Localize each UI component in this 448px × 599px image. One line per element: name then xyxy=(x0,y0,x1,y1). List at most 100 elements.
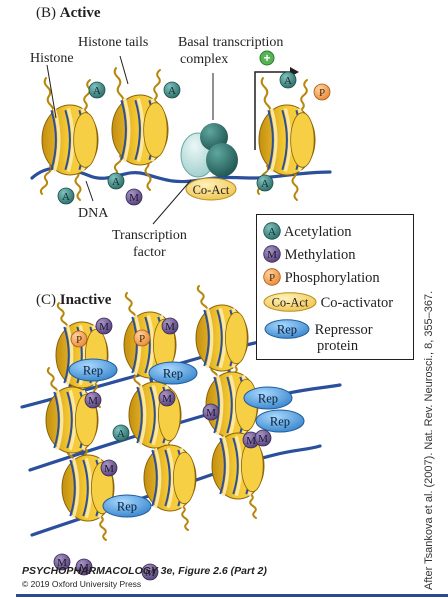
legend-label-acetylation: Acetylation xyxy=(283,224,352,240)
bottom-rule xyxy=(16,594,448,597)
basal-transcription-complex: Co-Act xyxy=(180,123,238,201)
nucleosome-inactive-3 xyxy=(195,304,249,372)
histone-tails-label: Histone tails xyxy=(78,35,149,50)
svg-text:A: A xyxy=(93,85,101,97)
methyl-mark-icon: M xyxy=(263,245,281,263)
histone-tail xyxy=(300,79,308,111)
histone-tail xyxy=(43,77,55,115)
acetyl-mark-5: A xyxy=(57,187,75,205)
methyl-mark-14: M xyxy=(158,389,176,407)
transcription-start-arrow: + xyxy=(254,50,299,150)
repressor-protein-5: Rep xyxy=(102,494,152,518)
histone-tail xyxy=(181,505,189,531)
svg-text:M: M xyxy=(104,463,114,475)
svg-text:M: M xyxy=(162,393,172,405)
histone-tail xyxy=(99,515,107,541)
acetyl-mark-3: A xyxy=(279,71,297,89)
svg-text:M: M xyxy=(88,395,98,407)
svg-text:M: M xyxy=(267,249,277,261)
acetyl-mark-1: A xyxy=(88,81,106,99)
histone-tail xyxy=(39,165,53,195)
phospho-mark-9: P xyxy=(70,330,88,348)
legend-row-coactivator: Co-Act Co-activator xyxy=(263,292,393,312)
histone-tail xyxy=(74,169,82,201)
svg-text:A: A xyxy=(62,191,70,203)
histone-tail xyxy=(144,159,152,191)
histone-tail xyxy=(46,367,59,395)
nucleosome-inactive-5 xyxy=(128,381,182,449)
methyl-mark-21: M xyxy=(75,558,93,576)
svg-text:Rep: Rep xyxy=(163,367,183,381)
legend-label-phosphorylation: Phosphorylation xyxy=(284,270,380,286)
panel-c-title-prefix: (C) xyxy=(36,292,56,308)
acetyl-mark-2: A xyxy=(163,81,181,99)
activation-plus-sign: + xyxy=(263,51,270,65)
histone-label: Histone xyxy=(30,51,74,66)
histone-tail xyxy=(291,169,299,201)
svg-text:A: A xyxy=(112,176,120,188)
panel-b-title-word: Active xyxy=(59,5,101,21)
acetyl-mark-15: A xyxy=(112,424,130,442)
legend-label-repressor-line1: Repressor xyxy=(314,322,373,338)
svg-text:A: A xyxy=(284,75,292,87)
svg-text:M: M xyxy=(129,192,139,204)
histone-tail xyxy=(260,77,272,115)
label-leader-lines xyxy=(46,55,214,225)
svg-text:M: M xyxy=(246,435,256,447)
svg-text:P: P xyxy=(269,272,275,284)
nucleosome-active-1 xyxy=(41,104,99,176)
svg-text:P: P xyxy=(319,87,325,99)
acetyl-mark-8: A xyxy=(256,174,274,192)
panel-b-title-prefix: (B) xyxy=(36,5,56,21)
histone-tail xyxy=(56,302,69,330)
nucleosome-inactive-8 xyxy=(143,444,197,512)
methyl-mark-12: M xyxy=(161,317,179,335)
activation-plus-icon xyxy=(259,50,275,66)
histone-tail xyxy=(249,493,257,519)
methyl-mark-19: M xyxy=(100,459,118,477)
basal-complex-label-line2: complex xyxy=(180,52,229,67)
source-credit: After Tsankova et al. (2007). Nat. Rev. … xyxy=(423,290,435,590)
nucleosome-inactive-7 xyxy=(61,454,115,522)
acetyl-mark-icon: A xyxy=(263,222,281,240)
coactivator-chip-icon: Co-Act xyxy=(263,292,317,312)
legend-label-repressor-line2: protein xyxy=(317,338,359,354)
caption-title: PSYCHOPHARMACOLOGY 3e, Figure 2.6 (Part … xyxy=(22,565,267,577)
svg-text:P: P xyxy=(76,334,82,346)
svg-text:M: M xyxy=(206,407,216,419)
dna-label: DNA xyxy=(78,206,109,221)
svg-text:Rep: Rep xyxy=(270,415,290,429)
phospho-mark-icon: P xyxy=(263,268,281,286)
transcription-factor-label-line2: factor xyxy=(133,245,166,260)
nucleosome-inactive-6 xyxy=(205,371,259,439)
nucleosome-active-3 xyxy=(258,104,316,176)
repressor-protein-3: Rep xyxy=(243,386,293,410)
panel-c-title: (C) Inactive xyxy=(36,293,111,308)
histone-tail xyxy=(83,79,91,111)
repressor-protein-1: Rep xyxy=(68,358,118,382)
methyl-mark-16: M xyxy=(202,403,220,421)
legend-label-methylation: Methylation xyxy=(284,247,356,263)
panel-b-title: (B) Active xyxy=(36,6,101,21)
histone-tail xyxy=(124,292,137,320)
legend-label-coactivator: Co-activator xyxy=(320,295,394,311)
svg-text:Rep: Rep xyxy=(258,392,278,406)
svg-text:M: M xyxy=(79,562,89,574)
legend-row-acetylation: A Acetylation xyxy=(263,222,351,241)
svg-text:A: A xyxy=(117,428,125,440)
basal-complex-label-line1: Basal transcription xyxy=(178,35,284,50)
repressor-protein-2: Rep xyxy=(148,361,198,385)
svg-text:Rep: Rep xyxy=(117,500,137,514)
histone-tail xyxy=(153,69,161,101)
legend-row-methylation: M Methylation xyxy=(263,245,356,264)
phospho-mark-4: P xyxy=(313,83,331,101)
svg-text:M: M xyxy=(258,433,268,445)
panel-c-title-word: Inactive xyxy=(59,292,112,308)
caption-copyright: © 2019 Oxford University Press xyxy=(22,579,142,589)
phospho-mark-11: P xyxy=(133,329,151,347)
svg-text:Co-Act: Co-Act xyxy=(272,296,309,310)
svg-text:A: A xyxy=(168,85,176,97)
svg-text:A: A xyxy=(261,178,269,190)
